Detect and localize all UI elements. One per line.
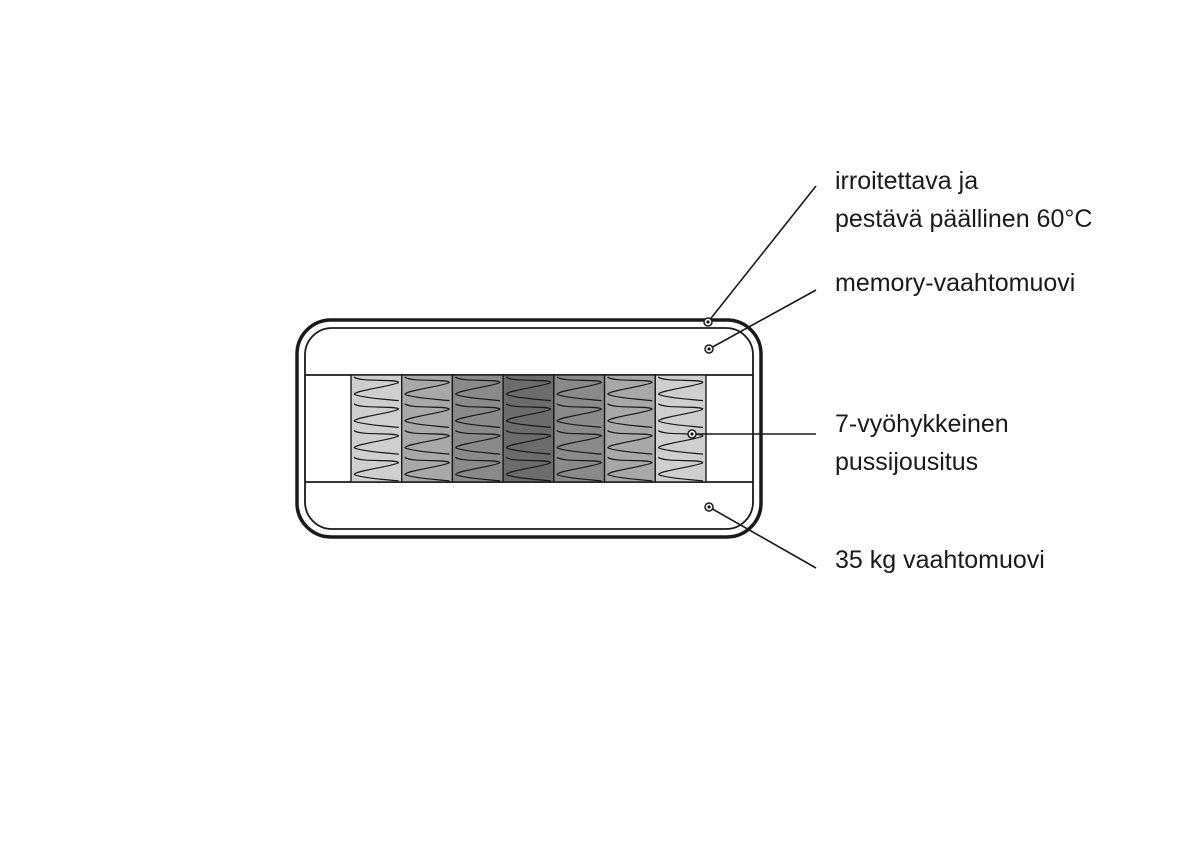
spring-zone bbox=[603, 374, 656, 483]
label-cover-line-1: irroitettava ja bbox=[835, 167, 979, 195]
spring-coil bbox=[657, 403, 704, 429]
spring-coil bbox=[353, 456, 400, 482]
label-base-foam: 35 kg vaahtomuovi bbox=[835, 541, 1045, 579]
mattress-cover bbox=[295, 318, 763, 539]
spring-coil bbox=[607, 403, 653, 429]
spring-coil bbox=[454, 456, 501, 482]
leader-line-memory-foam bbox=[708, 289, 817, 350]
spring-coil bbox=[404, 403, 450, 429]
spring-coil bbox=[404, 456, 450, 482]
spring-coil bbox=[657, 429, 704, 455]
spring-coil bbox=[505, 376, 552, 402]
spring-zone bbox=[502, 374, 555, 483]
spring-coil bbox=[607, 456, 653, 482]
marker-base-foam bbox=[704, 502, 714, 512]
marker-pocket-springs bbox=[687, 429, 697, 439]
label-pocket-springs-line-1: 7-vyöhykkeinen bbox=[835, 410, 1009, 438]
spring-coil bbox=[607, 376, 653, 402]
leader-line-base-foam bbox=[708, 506, 817, 569]
spring-coil bbox=[505, 429, 552, 455]
spring-coil bbox=[556, 429, 603, 455]
spring-coil bbox=[505, 456, 552, 482]
spring-coil bbox=[556, 376, 603, 402]
spring-coil bbox=[353, 376, 400, 402]
spring-zone bbox=[401, 374, 454, 483]
spring-coil bbox=[353, 429, 400, 455]
spring-coil bbox=[454, 429, 501, 455]
spring-coil bbox=[556, 456, 603, 482]
spring-coil bbox=[454, 376, 501, 402]
spring-coil bbox=[505, 403, 552, 429]
label-pocket-springs-line-2: pussijousitus bbox=[835, 448, 979, 476]
spring-coil bbox=[404, 376, 450, 402]
foam-layer-outline bbox=[304, 327, 754, 530]
spring-zone bbox=[350, 374, 403, 483]
spring-coil bbox=[404, 429, 450, 455]
leader-line-cover bbox=[707, 185, 817, 323]
spring-zone bbox=[553, 374, 606, 483]
spring-zone bbox=[654, 374, 707, 483]
spring-coil bbox=[657, 456, 704, 482]
label-cover-line-2: pestävä päällinen 60°C bbox=[835, 205, 1093, 233]
label-memory-foam: memory-vaahtomuovi bbox=[835, 264, 1075, 302]
spring-zone bbox=[451, 374, 504, 483]
spring-coil bbox=[657, 376, 704, 402]
spring-coil bbox=[353, 403, 400, 429]
marker-memory-foam bbox=[704, 344, 714, 354]
spring-coil bbox=[607, 429, 653, 455]
label-cover: irroitettava ja pestävä päällinen 60°C bbox=[835, 162, 1092, 238]
label-base-foam-line-1: 35 kg vaahtomuovi bbox=[835, 546, 1045, 574]
marker-cover bbox=[703, 317, 713, 327]
label-pocket-springs: 7-vyöhykkeinen pussijousitus bbox=[835, 405, 1009, 481]
spring-zones bbox=[350, 374, 707, 483]
spring-coil bbox=[454, 403, 501, 429]
label-memory-foam-line-1: memory-vaahtomuovi bbox=[835, 269, 1076, 297]
spring-coil bbox=[556, 403, 603, 429]
